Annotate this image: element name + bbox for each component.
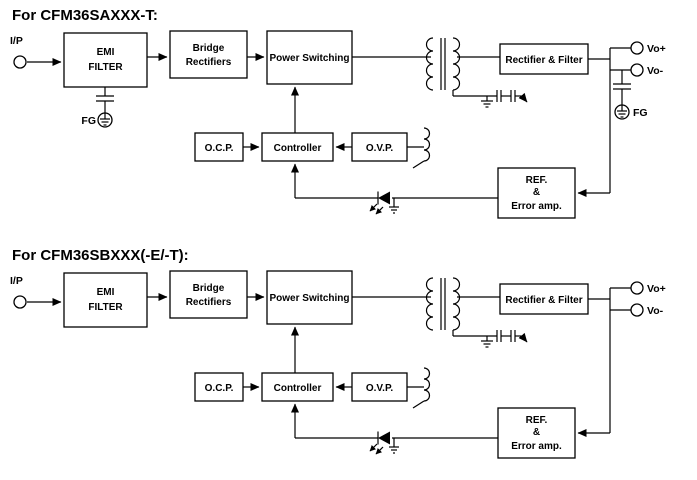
connector-lines: [295, 47, 631, 199]
vo-plus-label: Vo+: [647, 283, 666, 295]
emi-filter-label: FILTER: [88, 302, 123, 313]
controller-box: Controller: [261, 132, 334, 162]
optocoupler-icon: [369, 191, 399, 215]
rectifier-filter-label: Rectifier & Filter: [505, 55, 582, 66]
ocp-label: O.C.P.: [205, 143, 234, 154]
ovp-box: O.V.P.: [351, 372, 408, 402]
diagram-title: For CFM36SAXXX-T:: [12, 7, 158, 24]
bridge-rectifiers-label: Bridge: [193, 43, 225, 54]
power-switching-label: Power Switching: [269, 293, 349, 304]
emi-filter-label: EMI: [97, 47, 115, 58]
fg-right-label: FG: [633, 107, 648, 119]
transformer-icon: [425, 277, 461, 331]
input-terminal-icon: [13, 295, 27, 309]
signal-arrows: [27, 293, 610, 438]
ocp-label: O.C.P.: [205, 383, 234, 394]
bridge-rectifiers-box: Bridge Rectifiers: [169, 270, 248, 319]
transformer-icon: [425, 37, 461, 91]
bridge-rectifiers-label: Rectifiers: [186, 297, 232, 308]
ref-label: &: [533, 187, 540, 198]
controller-box: Controller: [261, 372, 334, 402]
controller-label: Controller: [274, 143, 322, 154]
rectifier-filter-box: Rectifier & Filter: [499, 43, 589, 75]
signal-arrows: [27, 53, 610, 198]
power-switching-label: Power Switching: [269, 53, 349, 64]
input-label: I/P: [10, 35, 23, 47]
vo-minus-label: Vo-: [647, 65, 664, 77]
emi-filter-label: FILTER: [88, 62, 123, 73]
controller-label: Controller: [274, 383, 322, 394]
power-switching-box: Power Switching: [266, 30, 353, 85]
fg-right: FG: [613, 70, 648, 120]
ref-label: Error amp.: [511, 201, 562, 212]
connector-lines: [295, 287, 631, 439]
diagram-cfm36saxxx-t: For CFM36SAXXX-T: I/P: [10, 7, 666, 219]
fg-left-label: FG: [81, 115, 96, 127]
aux-winding-icon: [412, 367, 431, 409]
bridge-rectifiers-label: Bridge: [193, 283, 225, 294]
y-capacitor-network: [452, 90, 528, 108]
ocp-box: O.C.P.: [194, 372, 244, 402]
emi-filter-box: EMI FILTER: [63, 32, 148, 88]
rectifier-filter-label: Rectifier & Filter: [505, 295, 582, 306]
diagram-cfm36sbxxx-e-t: For CFM36SBXXX(-E/-T): I/P: [10, 247, 666, 459]
rectifier-filter-box: Rectifier & Filter: [499, 283, 589, 315]
ovp-label: O.V.P.: [366, 143, 393, 154]
ref-label: Error amp.: [511, 441, 562, 452]
vo-plus-terminal-icon: [630, 41, 644, 55]
vo-minus-terminal-icon: [630, 303, 644, 317]
bridge-rectifiers-label: Rectifiers: [186, 57, 232, 68]
ref-label: REF.: [526, 415, 548, 426]
input-terminal: I/P: [10, 275, 27, 309]
diagram-title: For CFM36SBXXX(-E/-T):: [12, 247, 189, 264]
ovp-box: O.V.P.: [351, 132, 408, 162]
emi-filter-label: EMI: [97, 287, 115, 298]
input-terminal-icon: [13, 55, 27, 69]
optocoupler-icon: [369, 431, 399, 455]
input-label: I/P: [10, 275, 23, 287]
aux-winding-icon: [412, 127, 431, 169]
ovp-label: O.V.P.: [366, 383, 393, 394]
output-terminals: Vo+ Vo-: [630, 281, 666, 317]
input-terminal: I/P: [10, 35, 27, 69]
ref-error-amp-box: REF. & Error amp.: [497, 407, 576, 459]
vo-minus-terminal-icon: [630, 63, 644, 77]
ref-label: &: [533, 427, 540, 438]
output-terminals: Vo+ Vo-: [630, 41, 666, 77]
bridge-rectifiers-box: Bridge Rectifiers: [169, 30, 248, 79]
vo-plus-label: Vo+: [647, 43, 666, 55]
fg-left: FG: [81, 87, 114, 128]
emi-filter-box: EMI FILTER: [63, 272, 148, 328]
ref-label: REF.: [526, 175, 548, 186]
vo-minus-label: Vo-: [647, 305, 664, 317]
vo-plus-terminal-icon: [630, 281, 644, 295]
power-switching-box: Power Switching: [266, 270, 353, 325]
ocp-box: O.C.P.: [194, 132, 244, 162]
ref-error-amp-box: REF. & Error amp.: [497, 167, 576, 219]
y-capacitor-network: [452, 330, 528, 348]
